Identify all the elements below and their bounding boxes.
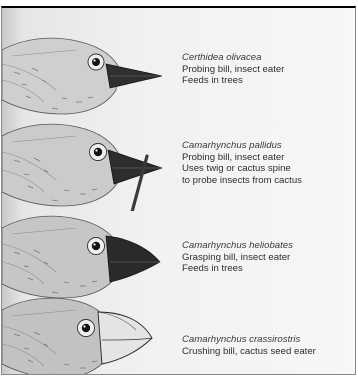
caption-crassirostris: Camarhynchus crassirostris Crushing bill… xyxy=(182,334,354,357)
caption-line: Grasping bill, insect eater xyxy=(182,252,354,264)
caption-line: Probing bill, insect eater xyxy=(182,152,354,164)
mangrove-finch-head xyxy=(2,206,182,301)
caption-line: Crushing bill, cactus seed eater xyxy=(182,346,354,358)
caption-line: Probing bill, insect eater xyxy=(182,64,354,76)
species-name: Camarhynchus pallidus xyxy=(182,140,354,152)
caption-certhidea: Certhidea olivacea Probing bill, insect … xyxy=(182,52,354,87)
caption-pallidus: Camarhynchus pallidus Probing bill, inse… xyxy=(182,140,354,186)
vegetarian-finch-head xyxy=(2,288,182,375)
caption-line: Uses twig or cactus spine xyxy=(182,163,354,175)
finch-bill-diagram: Certhidea olivacea Probing bill, insect … xyxy=(1,6,356,375)
species-name: Camarhynchus heliobates xyxy=(182,240,354,252)
species-name: Certhidea olivacea xyxy=(182,52,354,64)
caption-line: to probe insects from cactus xyxy=(182,175,354,187)
woodpecker-finch-head xyxy=(2,116,182,211)
warbler-finch-head xyxy=(2,28,182,123)
caption-line: Feeds in trees xyxy=(182,263,354,275)
caption-heliobates: Camarhynchus heliobates Grasping bill, i… xyxy=(182,240,354,275)
caption-line: Feeds in trees xyxy=(182,75,354,87)
species-name: Camarhynchus crassirostris xyxy=(182,334,354,346)
